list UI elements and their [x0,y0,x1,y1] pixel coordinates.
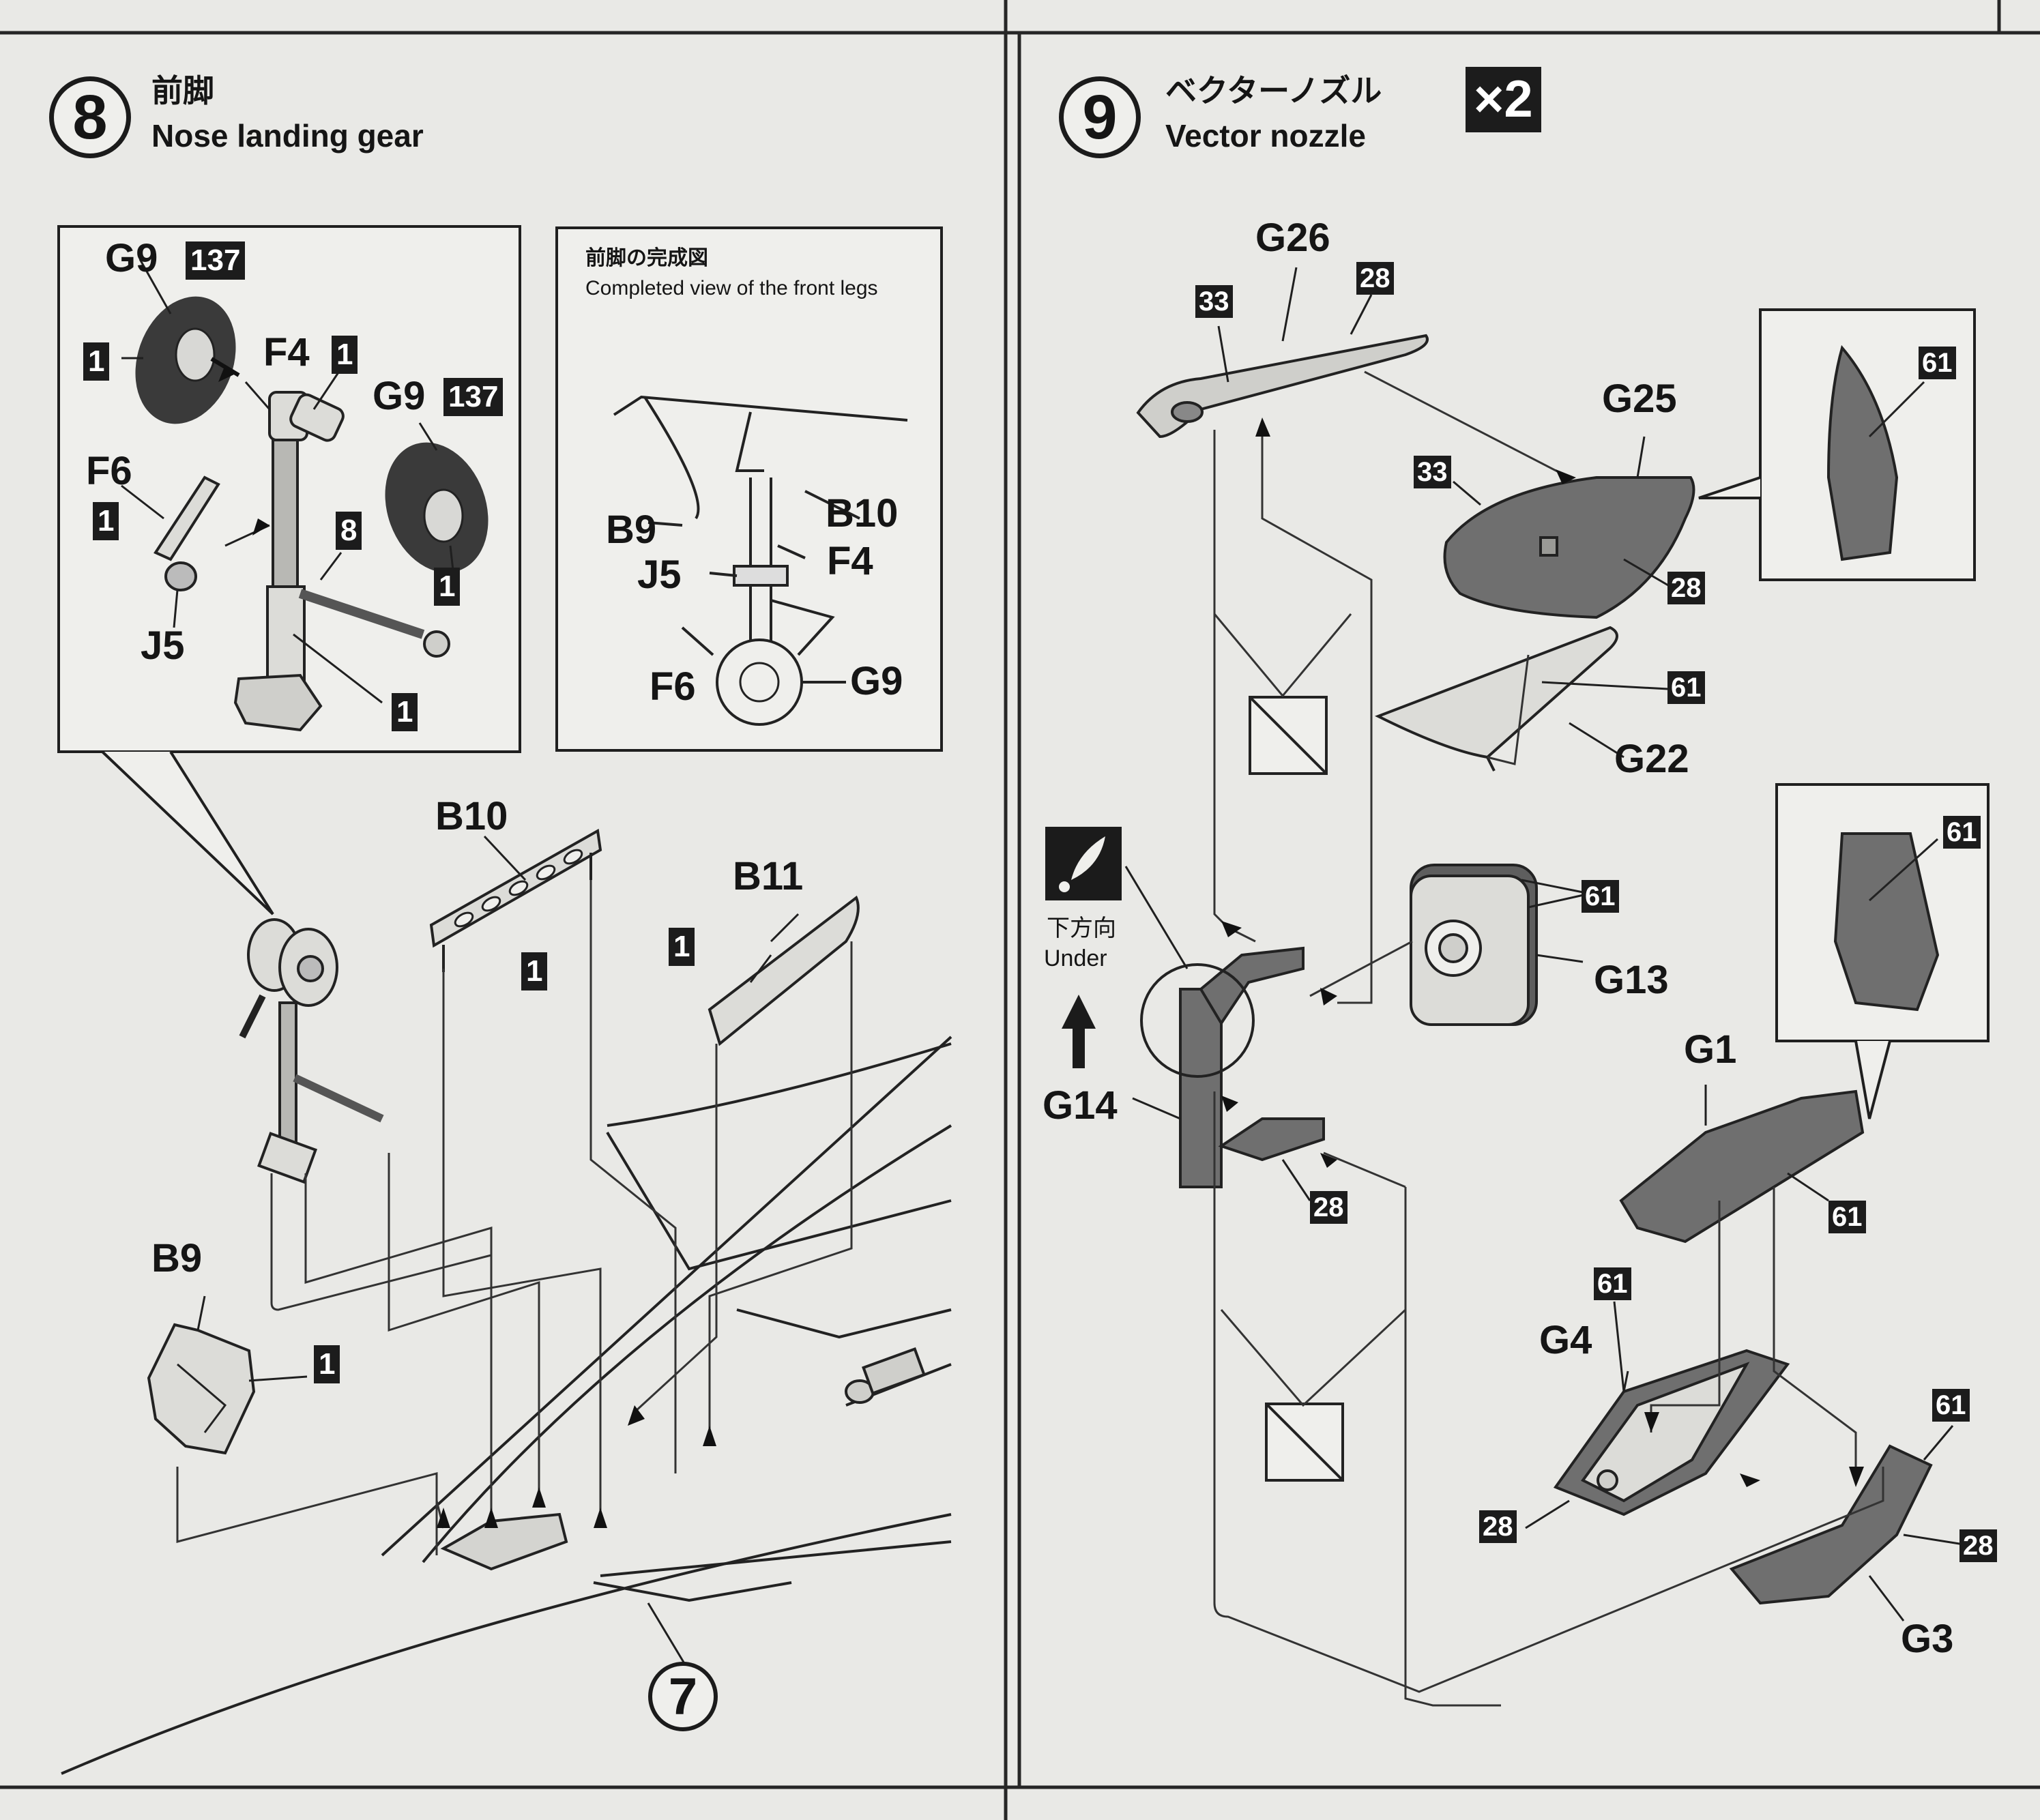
step9-title-en: Vector nozzle [1165,118,1366,153]
g22-part [1375,626,1618,772]
under-label-en: Under [1044,945,1107,971]
step9-title-jp: ベクターノズル [1165,73,1382,108]
fuselage-outline [61,1036,952,1775]
paint-badge-inset1: 61 [1919,347,1956,379]
step9-callout-lines [1124,267,1964,1621]
paint-badge-g4-28: 28 [1479,1510,1517,1543]
paint-badge-g25-28: 28 [1667,572,1705,604]
label-g3: G3 [1901,1617,1954,1661]
inset-title-en: Completed view of the front legs [585,277,878,299]
paint-badge-g9-a: 137 [186,241,246,280]
inset-title-jp: 前脚の完成図 [585,247,708,269]
under-view-icon [1045,827,1122,1068]
paint-badge-g25-33: 33 [1414,456,1451,488]
g3-part [1729,1444,1933,1605]
step9-arrowheads [1221,417,1864,1487]
g1-part [1619,1089,1865,1244]
paint-badge-base: 1 [392,693,418,731]
paint-badge-b9: 1 [314,1345,340,1383]
inset1-box [1698,308,1976,581]
label-f4: F4 [263,330,310,375]
wheel-right [385,442,489,573]
label-b11: B11 [733,854,804,898]
inset-label-f4: F4 [827,539,873,583]
label-b9: B9 [151,1236,203,1280]
label-f6: F6 [86,449,132,493]
label-g4: G4 [1539,1318,1592,1362]
paint-badge-g1: 61 [1828,1201,1866,1233]
label-b10: B10 [435,794,508,838]
b9-part [147,1323,256,1455]
g25-part [1443,476,1695,619]
step8-title-en: Nose landing gear [151,118,424,153]
paint-badge-wheel-a: 1 [83,342,110,381]
paint-badge-g4-61: 61 [1594,1267,1631,1300]
inset-completed-view [613,395,908,726]
under-label-jp: 下方向 [1047,915,1116,941]
nose-strut [233,391,450,732]
step9-number: 9 [1059,76,1141,158]
g26-part [1136,334,1429,439]
inset-label-g9: G9 [850,659,903,703]
f6-part [154,475,220,591]
step8-guide-lines [176,880,853,1555]
paint-badge-g26-33: 33 [1195,285,1233,318]
paint-badge-g13: 61 [1582,880,1619,913]
inset2-box [1775,783,1990,1119]
step9-guide-lines [1213,370,1884,1707]
paint-badge-f4: 1 [332,336,358,374]
paint-badge-g26-28: 28 [1356,262,1394,295]
paint-badge-g3-28: 28 [1959,1529,1997,1562]
step8-callout-lines [196,835,800,1672]
label-g25: G25 [1602,377,1677,421]
step8-arrowheads [218,365,716,1528]
ref-step-7: 7 [648,1662,718,1731]
b11-part [708,895,860,1046]
label-j5: J5 [141,623,185,668]
label-g14: G14 [1043,1083,1118,1128]
b10-part [429,828,602,972]
paint-badge-g14: 28 [1310,1191,1347,1224]
label-g13: G13 [1594,958,1669,1002]
inset-label-j5: J5 [637,553,682,597]
paint-badge-g22: 61 [1667,671,1705,704]
g13-part [1410,864,1538,1026]
paint-badge-g9-b: 137 [443,378,504,416]
step8-title-jp: 前脚 [151,73,214,108]
small-gear-assembly [239,918,384,1184]
inset-label-f6: F6 [650,664,696,709]
inset-label-b9: B9 [606,508,657,552]
g4-part [1553,1349,1790,1516]
no-glue-icon [1249,696,1344,1482]
paint-badge-strut-8: 8 [336,512,362,550]
g14-part [1140,946,1325,1188]
paint-badge-b11: 1 [669,928,695,966]
inset-label-b10: B10 [826,491,899,535]
label-g1: G1 [1684,1027,1737,1072]
paint-badge-wheel-b: 1 [434,568,461,606]
label-g26: G26 [1255,216,1330,260]
paint-badge-f6: 1 [93,502,119,540]
step9-multiplier: ×2 [1466,67,1541,132]
paint-badge-inset2: 61 [1943,816,1981,849]
paint-badge-g3-61: 61 [1932,1389,1970,1422]
label-g9-a: G9 [105,236,158,280]
step8-number: 8 [49,76,131,158]
paint-badge-b10: 1 [521,952,548,990]
label-g22: G22 [1614,737,1689,781]
label-g9-b: G9 [373,374,426,418]
